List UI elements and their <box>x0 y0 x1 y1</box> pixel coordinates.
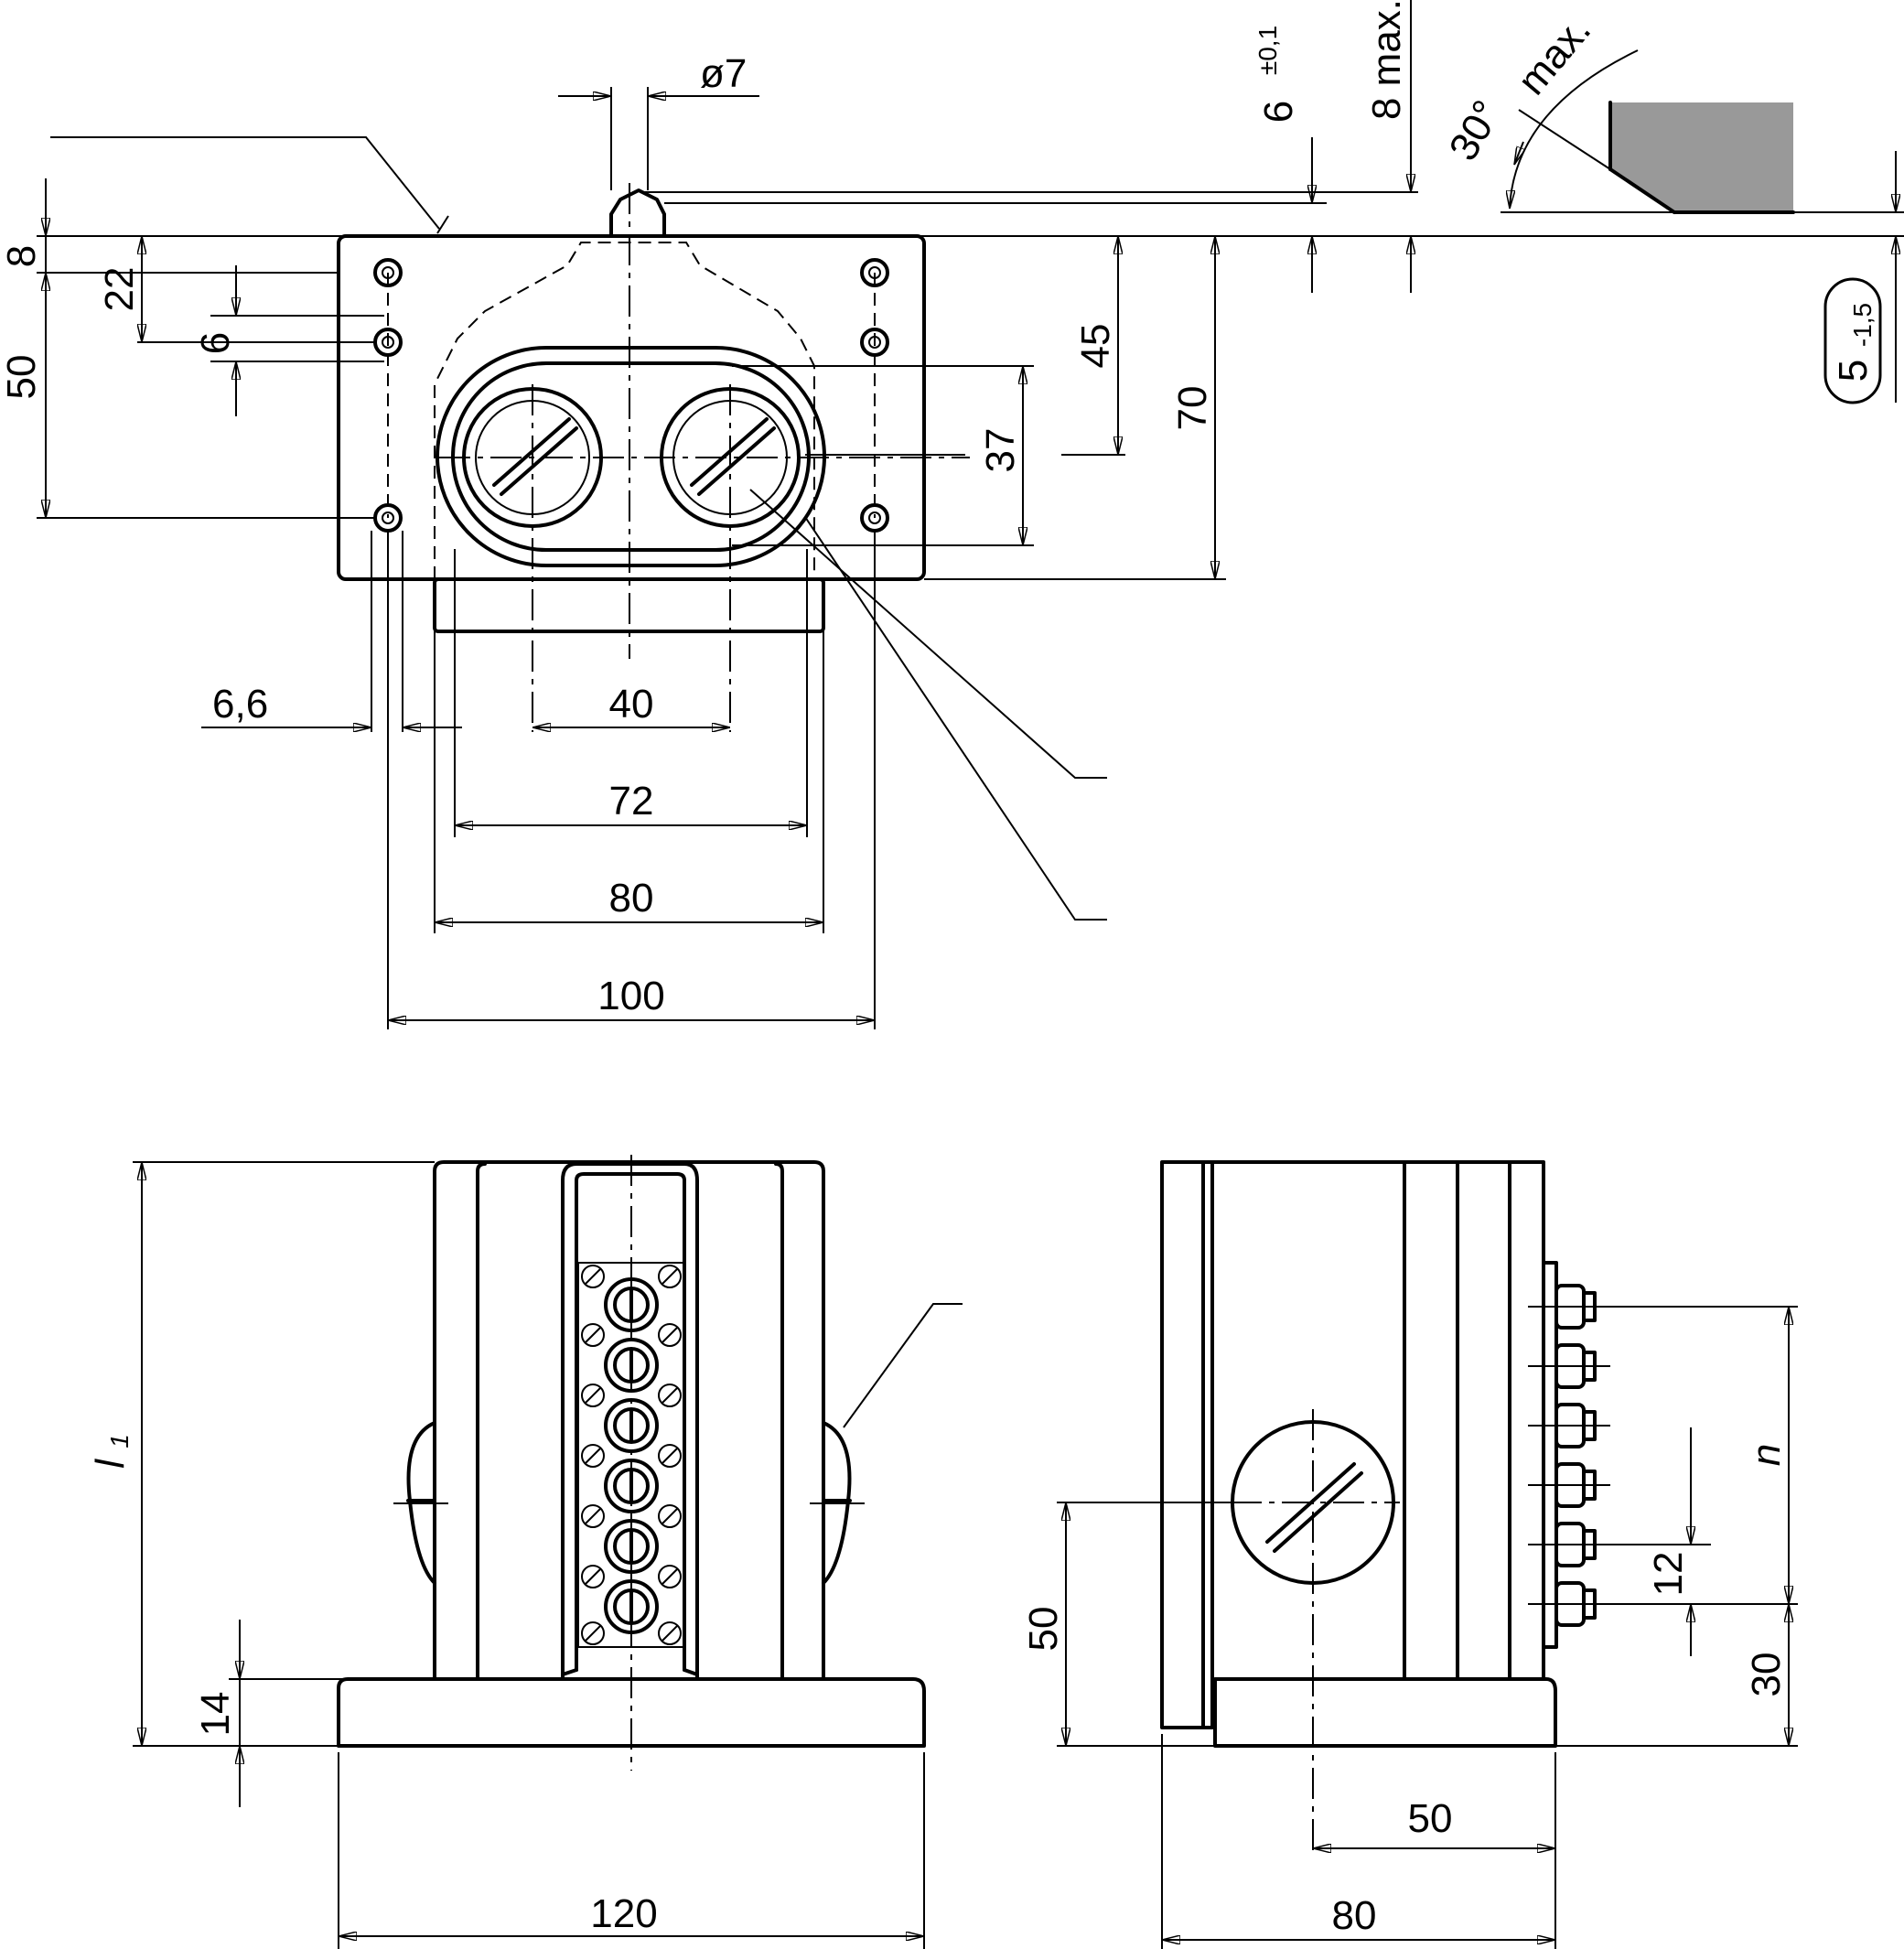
dim-8-max: 8 max. <box>1364 0 1409 120</box>
mounting-holes <box>373 258 889 533</box>
dim-6-hole: 6 <box>193 332 238 354</box>
dim-pin-diameter: ø7 <box>700 51 747 96</box>
hidden-outline <box>434 242 815 579</box>
tolerance-badge <box>1823 277 1882 404</box>
side-view-right: 50 n 30 12 50 80 <box>1021 1160 1798 1949</box>
cam-ramp <box>1610 102 1793 212</box>
dim-37: 37 <box>978 428 1023 473</box>
badge-main: 5 <box>1831 360 1876 382</box>
dim-45: 45 <box>1073 324 1118 369</box>
dim-80-top: 80 <box>609 876 654 921</box>
dim-l1-sub: 1 <box>105 1434 134 1448</box>
side-view-left: l 1 14 120 <box>88 1155 963 1949</box>
housing-outline <box>337 234 926 581</box>
dim-50-left: 50 <box>0 355 44 400</box>
side-base <box>1213 1677 1557 1748</box>
dim-6-6: 6,6 <box>212 682 268 727</box>
dim-12: 12 <box>1646 1552 1691 1597</box>
dim-14: 14 <box>193 1692 238 1737</box>
dim-6-tol-sup: ±0,1 <box>1253 26 1282 75</box>
badge-tol: -1,5 <box>1848 303 1877 347</box>
dim-angle-max: max. <box>1509 7 1599 103</box>
dim-l1: l <box>88 1459 133 1469</box>
dim-8-left: 8 <box>0 245 44 267</box>
dim-22: 22 <box>97 267 142 312</box>
dim-100: 100 <box>597 974 664 1018</box>
front-view: ø7 8 50 22 6 45 70 37 6,6 40 72 80 100 6… <box>0 0 1904 1029</box>
side-front-plate <box>1160 1160 1214 1729</box>
terminal-block <box>577 1262 685 1648</box>
dim-50-vertical: 50 <box>1021 1607 1066 1652</box>
dim-40: 40 <box>609 682 654 727</box>
body-outline <box>433 1160 825 1681</box>
dim-6-tol: 6 <box>1256 101 1301 123</box>
dim-80-bottom: 80 <box>1332 1893 1377 1938</box>
dim-n: n <box>1744 1444 1789 1466</box>
dim-50-horizontal: 50 <box>1408 1796 1453 1841</box>
dim-angle: 30° <box>1441 93 1511 168</box>
terminal-screws <box>1528 1261 1610 1649</box>
dim-72: 72 <box>609 779 654 824</box>
dim-120: 120 <box>590 1891 657 1936</box>
base-outline <box>337 1677 926 1748</box>
dim-70: 70 <box>1170 386 1215 431</box>
plunger <box>609 188 666 238</box>
side-body <box>1210 1160 1545 1681</box>
dim-30: 30 <box>1744 1653 1789 1697</box>
